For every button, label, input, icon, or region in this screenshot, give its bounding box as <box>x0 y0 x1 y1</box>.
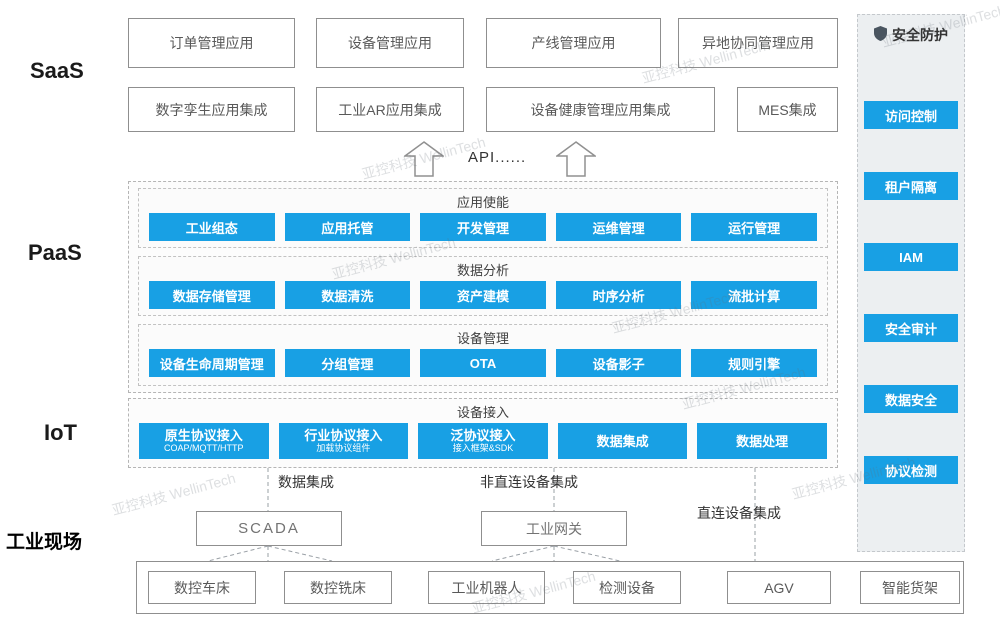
connection-label-direct-devices: 直连设备集成 <box>697 505 781 521</box>
capability-button: 运维管理 <box>555 213 682 241</box>
scada-box: SCADA <box>196 511 342 546</box>
layer-label-iot: IoT <box>44 420 77 445</box>
saas-int-health: 设备健康管理应用集成 <box>486 87 715 132</box>
access-button-sublabel: COAP/MQTT/HTTP <box>164 443 244 453</box>
access-button-sublabel: 接入框架&SDK <box>452 443 514 453</box>
capability-button: 时序分析 <box>555 281 682 309</box>
device-inspection: 检测设备 <box>573 571 681 604</box>
security-item: 访问控制 <box>864 101 958 129</box>
security-item: 安全审计 <box>864 314 958 342</box>
up-arrow-icon <box>402 141 446 182</box>
saas-int-ar: 工业AR应用集成 <box>316 87 464 132</box>
security-panel-title: 安全防护 <box>858 15 964 45</box>
saas-app-line: 产线管理应用 <box>486 18 661 68</box>
capability-button: 分组管理 <box>284 349 411 377</box>
capability-button: 运行管理 <box>691 213 817 241</box>
device-cnc-lathe: 数控车床 <box>148 571 256 604</box>
capability-button: 应用托管 <box>284 213 411 241</box>
group-title: 应用使能 <box>456 195 509 210</box>
layer-label-field: 工业现场 <box>6 532 83 553</box>
connection-label-data-integration: 数据集成 <box>278 474 334 490</box>
group-title: 数据分析 <box>456 263 509 278</box>
access-button-label: 数据集成 <box>596 433 649 449</box>
access-button-label: 行业协议接入 <box>304 428 383 443</box>
iot-container: 设备接入 原生协议接入 COAP/MQTT/HTTP 行业协议接入 加载协议组件… <box>128 398 838 468</box>
connection-label-indirect-devices: 非直连设备集成 <box>480 474 578 490</box>
paas-group-device-mgmt: 设备管理 设备生命周期管理 分组管理 OTA 设备影子 规则引擎 <box>138 324 828 386</box>
capability-button: 规则引擎 <box>691 349 817 377</box>
capability-button: 设备生命周期管理 <box>149 349 275 377</box>
capability-button: 数据清洗 <box>284 281 411 309</box>
capability-button: 设备影子 <box>555 349 682 377</box>
device-robot: 工业机器人 <box>428 571 545 604</box>
access-button-sublabel: 加载协议组件 <box>316 443 371 453</box>
security-panel-title-text: 安全防护 <box>892 27 948 43</box>
capability-button: 流批计算 <box>691 281 817 309</box>
saas-int-mes: MES集成 <box>737 87 838 132</box>
saas-app-device: 设备管理应用 <box>316 18 464 68</box>
saas-int-twin: 数字孪生应用集成 <box>128 87 295 132</box>
capability-button: 资产建模 <box>420 281 546 309</box>
shield-icon <box>874 26 887 44</box>
layer-label-saas: SaaS <box>30 58 84 83</box>
gateway-label: 工业网关 <box>526 520 582 537</box>
device-agv: AGV <box>727 571 831 604</box>
group-title: 设备接入 <box>456 405 509 420</box>
access-button: 数据集成 <box>557 423 688 459</box>
capability-button: OTA <box>420 349 546 377</box>
saas-app-remote: 异地协同管理应用 <box>678 18 838 68</box>
security-item: 协议检测 <box>864 456 958 484</box>
access-button-label: 原生协议接入 <box>164 428 243 443</box>
gateway-box: 工业网关 <box>481 511 627 546</box>
access-button: 泛协议接入 接入框架&SDK <box>418 423 548 459</box>
saas-app-order: 订单管理应用 <box>128 18 295 68</box>
access-button-label: 泛协议接入 <box>450 428 516 443</box>
group-title: 设备管理 <box>456 331 509 346</box>
access-button: 数据处理 <box>697 423 827 459</box>
device-smart-shelf: 智能货架 <box>860 571 960 604</box>
access-button: 原生协议接入 COAP/MQTT/HTTP <box>139 423 269 459</box>
scada-label: SCADA <box>238 520 300 537</box>
capability-button: 开发管理 <box>420 213 546 241</box>
security-item: IAM <box>864 243 958 271</box>
capability-button: 数据存储管理 <box>149 281 275 309</box>
layer-label-paas: PaaS <box>28 240 82 265</box>
paas-group-app-enablement: 应用使能 工业组态 应用托管 开发管理 运维管理 运行管理 <box>138 188 828 248</box>
field-devices-frame <box>136 561 964 614</box>
paas-group-data-analysis: 数据分析 数据存储管理 数据清洗 资产建模 时序分析 流批计算 <box>138 256 828 316</box>
api-label: API...... <box>468 149 527 166</box>
capability-button: 工业组态 <box>149 213 275 241</box>
up-arrow-icon <box>554 141 598 182</box>
security-panel: 安全防护 访问控制 租户隔离 IAM 安全审计 数据安全 协议检测 <box>857 14 965 552</box>
access-button: 行业协议接入 加载协议组件 <box>278 423 409 459</box>
device-cnc-mill: 数控铣床 <box>284 571 392 604</box>
access-button-label: 数据处理 <box>736 433 789 449</box>
security-item: 数据安全 <box>864 385 958 413</box>
security-item: 租户隔离 <box>864 172 958 200</box>
